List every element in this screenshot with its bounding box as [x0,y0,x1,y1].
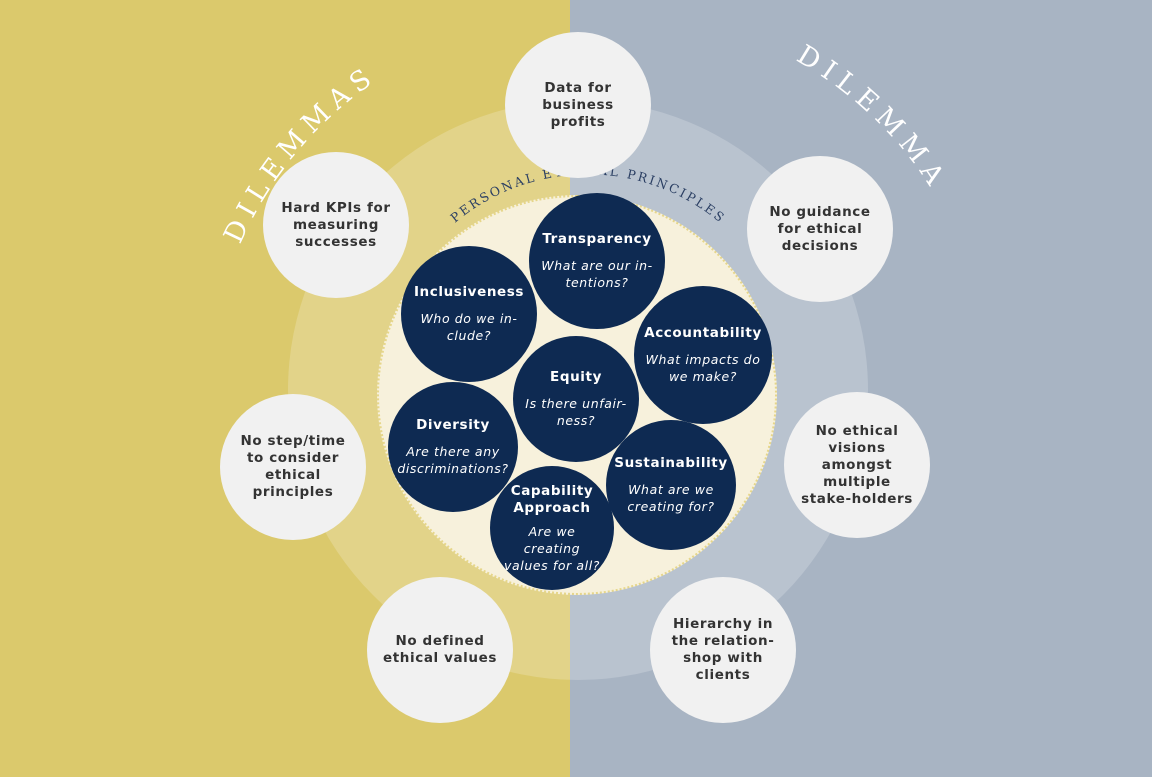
principle-diversity: Diversity Are there any discriminations? [388,382,518,512]
principle-title: Accountability [644,325,762,341]
dilemma-label: No ethical visions amongst multiple stak… [801,422,913,507]
dilemma-label: No guidance for ethical decisions [769,203,871,254]
dilemma-hierarchy: Hierarchy in the relation-shop with clie… [650,577,796,723]
principle-question: What impacts do we make? [645,352,761,384]
dilemma-label: No defined ethical values [382,633,498,666]
dilemma-no-ethical-visions: No ethical visions amongst multiple stak… [784,392,930,538]
dilemma-label: Hierarchy in the relation-shop with clie… [671,616,775,683]
principle-title: Diversity [416,417,490,433]
principle-question: What are we creating for? [627,482,715,514]
principle-capability-approach: Capability Approach Are we creating valu… [490,466,614,590]
principle-title: Sustainability [614,455,728,471]
principle-inclusiveness: Inclusiveness Who do we in-clude? [401,246,537,382]
principle-question: Are there any discriminations? [397,444,509,476]
principle-transparency: Transparency What are our in-tentions? [529,193,665,329]
dilemma-label: Hard KPIs for measuring successes [281,199,391,250]
dilemma-data-for-business-profits: Data for business profits [505,32,651,178]
principle-question: Who do we in-clude? [420,311,518,343]
dilemma-label: No step/time to consider ethical princip… [240,433,346,500]
principle-title: Transparency [542,231,652,247]
principle-title: Capability Approach [510,482,594,516]
principle-accountability: Accountability What impacts do we make? [634,286,772,424]
principle-question: What are our in-tentions? [541,258,653,290]
principle-question: Is there unfair-ness? [525,396,627,428]
dilemma-no-guidance: No guidance for ethical decisions [747,156,893,302]
principle-title: Inclusiveness [413,284,525,300]
principle-sustainability: Sustainability What are we creating for? [606,420,736,550]
dilemma-hard-kpis: Hard KPIs for measuring successes [263,152,409,298]
principle-equity: Equity Is there unfair-ness? [513,336,639,462]
principle-question: Are we creating values for all? [503,523,601,573]
dilemma-no-step-time: No step/time to consider ethical princip… [220,394,366,540]
dilemma-no-defined-values: No defined ethical values [367,577,513,723]
dilemma-label: Data for business profits [542,79,614,130]
principle-title: Equity [550,369,602,385]
